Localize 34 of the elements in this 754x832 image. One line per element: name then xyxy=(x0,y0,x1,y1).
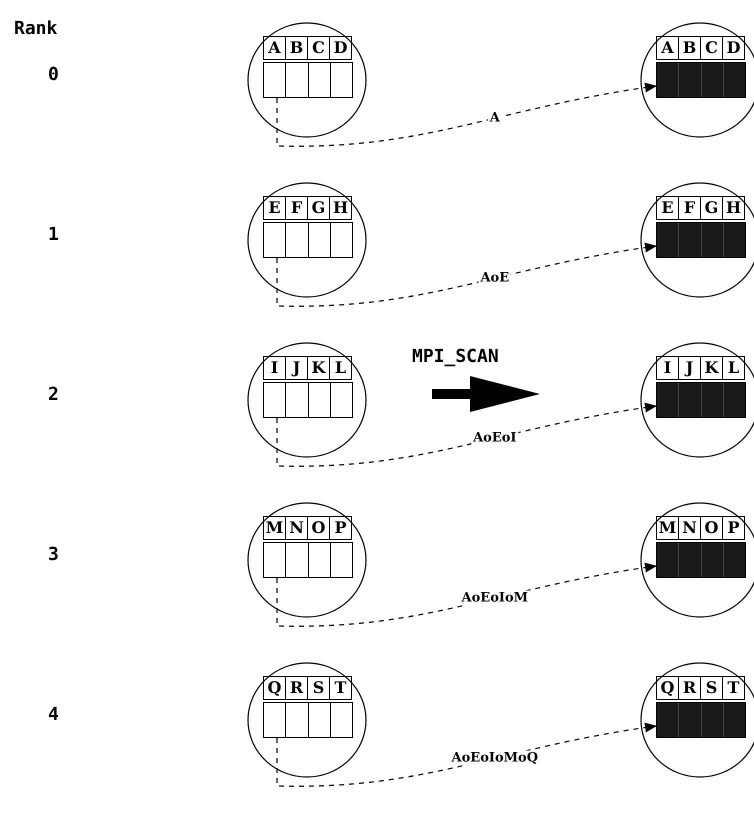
dashed-arrow xyxy=(276,402,657,467)
dashed-arrow xyxy=(276,82,657,147)
dashed-arrow xyxy=(276,242,657,307)
rank-number: 4 xyxy=(48,704,59,725)
letter-cells: M N O P xyxy=(656,516,745,540)
rank-number: 0 xyxy=(48,64,59,85)
edge-label: AoEoI xyxy=(471,430,518,446)
empty-buffer xyxy=(263,62,353,98)
empty-buffer xyxy=(263,702,353,738)
letter-cells: I J K L xyxy=(263,356,352,380)
letter-cells: A B C D xyxy=(656,36,745,60)
edge-label: AoEoIoMoQ xyxy=(450,750,540,766)
column-heading: Rank xyxy=(14,18,58,39)
letter-cells: E F G H xyxy=(656,196,745,220)
rank-number: 1 xyxy=(48,224,59,245)
operation-name: MPI_SCAN xyxy=(412,346,499,367)
edge-label: AoE xyxy=(478,270,512,286)
filled-buffer xyxy=(656,382,746,418)
empty-buffer xyxy=(263,222,353,258)
letter-cells: A B C D xyxy=(263,36,352,60)
edge-label: AoEoIoM xyxy=(460,590,530,606)
letter-cells: M N O P xyxy=(263,516,352,540)
empty-buffer xyxy=(263,382,353,418)
filled-buffer xyxy=(656,222,746,258)
letter-cells: Q R S T xyxy=(263,676,352,700)
empty-buffer xyxy=(263,542,353,578)
rank-number: 3 xyxy=(48,544,59,565)
filled-buffer xyxy=(656,62,746,98)
letter-cells: Q R S T xyxy=(656,676,745,700)
rank-number: 2 xyxy=(48,384,59,405)
letter-cells: I J K L xyxy=(656,356,745,380)
filled-buffer xyxy=(656,542,746,578)
filled-buffer xyxy=(656,702,746,738)
letter-cells: E F G H xyxy=(263,196,352,220)
